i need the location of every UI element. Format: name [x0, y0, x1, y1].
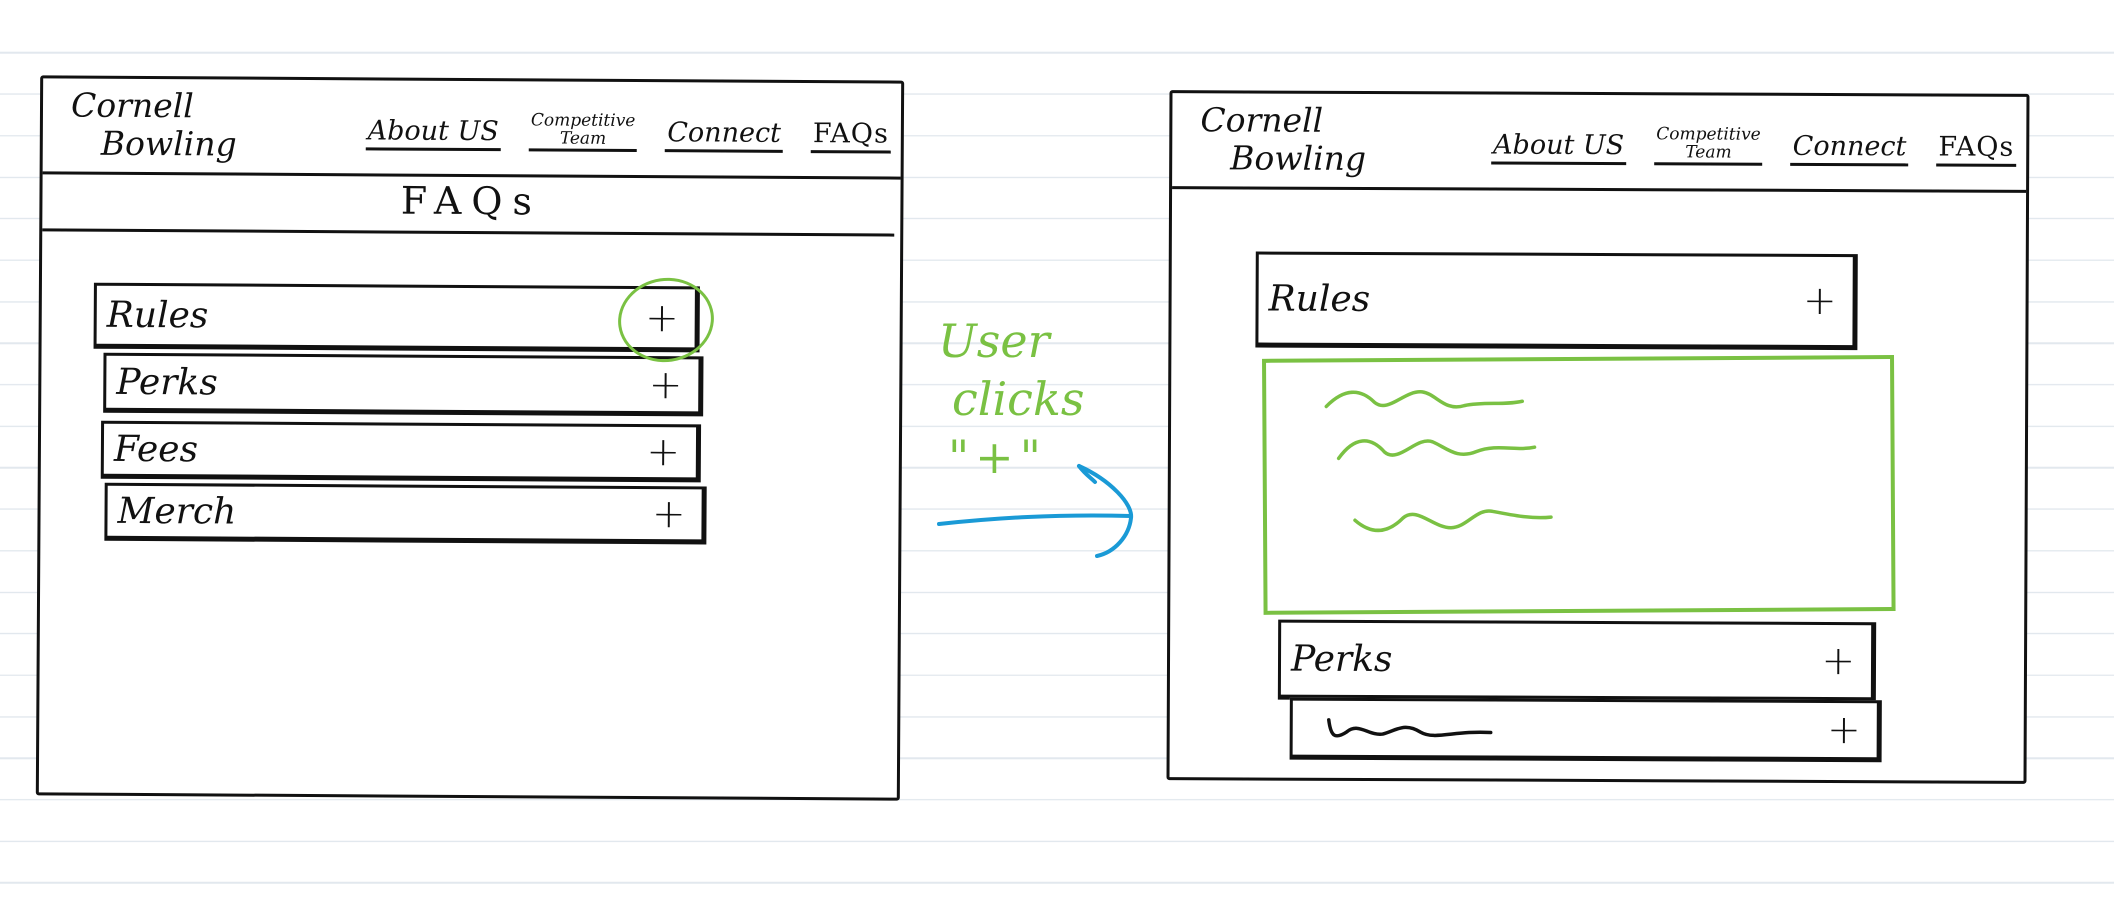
brand-line-1: Cornell — [1200, 100, 1324, 140]
top-nav: About US Competitive Team Connect FAQs — [1491, 124, 2017, 167]
title-divider — [42, 228, 895, 237]
annotation-line-2: clicks — [952, 372, 1085, 426]
placeholder-text-line-2 — [1336, 439, 1537, 461]
expand-plus-icon[interactable]: + — [648, 362, 683, 409]
expand-plus-icon[interactable]: + — [651, 491, 686, 538]
faq-item-perks[interactable]: Perks + — [103, 352, 704, 417]
faq-item-merch[interactable]: Merch + — [104, 482, 707, 545]
nav-competitive-team[interactable]: Competitive Team — [528, 110, 638, 153]
site-logo[interactable]: Cornell Bowling — [70, 85, 237, 164]
nav-faqs[interactable]: FAQs — [810, 118, 891, 154]
nav-connect[interactable]: Connect — [1790, 131, 1909, 167]
nav-competitive-team[interactable]: Competitive Team — [1654, 124, 1763, 166]
brand-line-1: Cornell — [70, 85, 194, 126]
expand-plus-icon[interactable]: + — [1827, 707, 1861, 754]
faq-label: Perks — [116, 361, 218, 403]
wireframe-faq-expanded: Cornell Bowling About US Competitive Tea… — [1166, 90, 2030, 784]
collapse-plus-icon[interactable]: + — [1802, 277, 1837, 325]
faq-item-fees[interactable]: Fees + — [100, 420, 702, 483]
faq-label: Merch — [117, 490, 237, 533]
brand-line-2: Bowling — [100, 123, 237, 164]
faq-label: Rules — [1268, 278, 1371, 320]
faq-item-rules[interactable]: Rules + — [93, 282, 700, 353]
placeholder-squiggle — [1327, 718, 1493, 738]
placeholder-text-line-1 — [1324, 390, 1525, 409]
annotation-user-clicks-plus: User clicks "+" — [938, 312, 1118, 486]
faq-label: Rules — [106, 294, 209, 336]
transition-arrow-icon — [937, 464, 1134, 558]
nav-connect[interactable]: Connect — [665, 117, 784, 153]
expand-plus-icon[interactable]: + — [1821, 637, 1856, 685]
header-divider — [1172, 186, 2027, 193]
nav-about-us[interactable]: About US — [1491, 130, 1627, 166]
annotation-line-3: "+" — [948, 430, 1047, 484]
brand-line-2: Bowling — [1230, 138, 1367, 178]
nav-faqs[interactable]: FAQs — [1936, 131, 2017, 167]
page-title: FAQs — [400, 178, 543, 224]
faq-answer-panel-rules — [1262, 354, 1896, 615]
top-nav: About US Competitive Team Connect FAQs — [365, 110, 891, 154]
faq-item-perks[interactable]: Perks + — [1277, 619, 1877, 703]
faq-item-rules[interactable]: Rules + — [1255, 251, 1858, 351]
faq-label-placeholder — [1293, 710, 1495, 747]
faq-item-collapsed[interactable]: + — [1289, 697, 1882, 763]
faq-label: Perks — [1290, 638, 1393, 680]
faq-label: Fees — [113, 428, 199, 470]
site-logo[interactable]: Cornell Bowling — [1200, 100, 1367, 178]
expand-plus-icon[interactable]: + — [646, 429, 681, 476]
nav-about-us[interactable]: About US — [365, 115, 501, 152]
placeholder-text-line-3 — [1353, 509, 1553, 533]
annotation-line-1: User — [938, 314, 1050, 368]
wireframe-faq-collapsed: Cornell Bowling About US Competitive Tea… — [35, 75, 905, 801]
